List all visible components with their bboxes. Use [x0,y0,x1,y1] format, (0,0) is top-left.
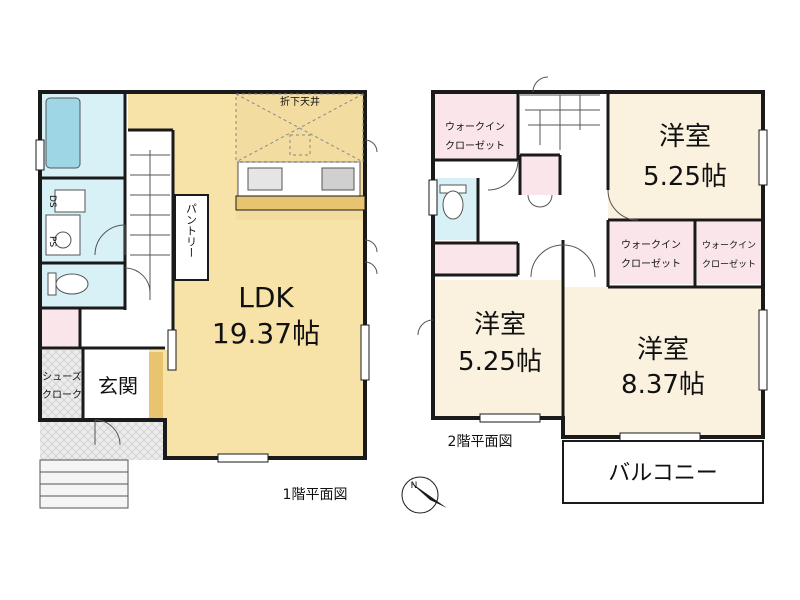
wic-mid-2 [697,222,763,284]
shoe-closet-label-1: シューズ [42,370,82,383]
kitchen-sink [247,167,283,191]
ldk-name: LDK [238,281,294,314]
exterior-steps [39,459,129,509]
door-swings-2f [417,76,639,336]
room-top-right-size: 5.25帖 [643,162,727,192]
washing-machine [54,189,86,213]
windows-1f [35,139,370,463]
balcony [562,440,764,504]
north-arrow-icon [410,482,447,508]
wic-mid-1-label-1: ウォークイン [621,239,681,251]
interior-walls-1f [40,92,175,420]
wic-mid-2-label-2: クローゼット [702,258,756,270]
storage-1f [40,308,80,348]
wic-top-label-1: ウォークイン [445,121,505,133]
entrance-porch [40,420,165,460]
wash-bowl [54,231,72,249]
wic-top-label-2: クローゼット [445,140,505,152]
wic-mid-2-label-1: ウォークイン [702,240,756,251]
door-swings-1f [94,139,378,446]
kitchen-stove [321,167,355,191]
stairs-2f [520,94,600,150]
toilet-tank-1f [47,272,57,296]
compass-circle [401,476,439,514]
toilet-bowl-2f [442,190,464,220]
room-left-name: 洋室 [474,310,526,340]
ps-label: PS [47,236,57,247]
balcony-label: バルコニー [608,461,718,486]
room-right-name: 洋室 [637,335,689,365]
floor-1-caption: 1階平面図 [283,487,348,503]
floor-2: 洋室 5.25帖 洋室 5.25帖 洋室 8.37帖 ウォークイン クローゼット… [417,76,768,504]
bathtub [45,97,81,169]
outer-wall-1f [38,90,367,460]
entrance-label: 玄関 [98,374,138,398]
ceiling-label: 折下天井 [280,95,320,108]
shoe-closet-label-2: クローク [42,389,82,401]
compass: N [401,476,447,514]
room-left-floor [433,280,561,418]
kitchen-wall [235,195,366,211]
entrance-floor [83,350,149,420]
shoe-closet [40,350,83,420]
shelf-2f [433,243,518,275]
ceiling-outline [235,93,364,163]
floor-2-caption: 2階平面図 [448,434,513,450]
north-label: N [411,481,418,491]
ds-label: DS [47,195,57,208]
pantry [175,195,208,280]
wic-top [433,92,518,160]
room-top-right-name: 洋室 [659,122,711,152]
stairs-1f [130,150,170,300]
room-top-right-floor [608,92,763,220]
wic-mid-1-label-2: クローゼット [621,258,681,270]
room-right-floor [563,287,763,437]
ldk-size: 19.37帖 [212,317,320,350]
room-right-size: 8.37帖 [621,370,705,400]
toilet-bowl-1f [55,273,89,295]
room-left-size: 5.25帖 [458,347,542,377]
floor-1: 折下天井 LDK 19.37帖 パントリー 玄関 シューズ クローク DS PS… [35,90,378,509]
entrance-step [149,352,163,418]
pantry-label: パントリー [185,203,198,258]
wic-mid-1 [608,222,695,284]
pantry-outline [174,194,209,281]
storage-2f [520,155,560,195]
